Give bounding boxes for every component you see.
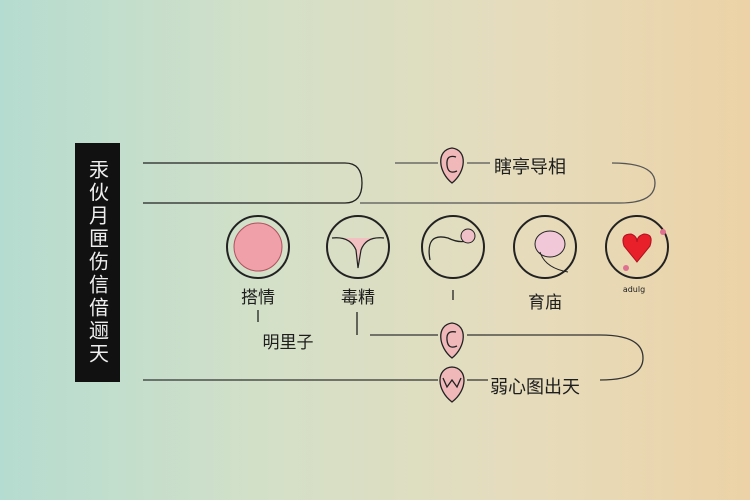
heart-icon bbox=[605, 215, 669, 279]
pin-top-icon bbox=[440, 147, 464, 184]
sub-label: 明里子 bbox=[262, 333, 314, 353]
tick-lines bbox=[257, 290, 454, 335]
pin-mid-icon bbox=[440, 322, 464, 359]
connector-bottom bbox=[143, 334, 644, 381]
uterus-icon bbox=[326, 215, 390, 279]
fetus-icon bbox=[513, 215, 577, 279]
pin-bottom-icon bbox=[439, 366, 465, 403]
top-label: 瞎亭导相 bbox=[494, 157, 566, 178]
vertical-title: 汞伙月匣伤信偣逦天 bbox=[85, 159, 110, 366]
connector-right-top bbox=[360, 162, 656, 204]
stage-label-5: adulg bbox=[622, 285, 646, 294]
stage-label-2: 毒精 bbox=[341, 288, 375, 308]
stage-label-1: 搭情 bbox=[241, 288, 275, 308]
cell-cluster-icon bbox=[226, 215, 290, 279]
stage-label-4: 育庙 bbox=[528, 293, 562, 313]
title-box: 汞伙月匣伤信偣逦天 bbox=[75, 143, 120, 382]
embryo-icon bbox=[421, 215, 485, 279]
connector-top bbox=[143, 162, 363, 204]
bottom-label: 弱心图出天 bbox=[490, 377, 580, 398]
